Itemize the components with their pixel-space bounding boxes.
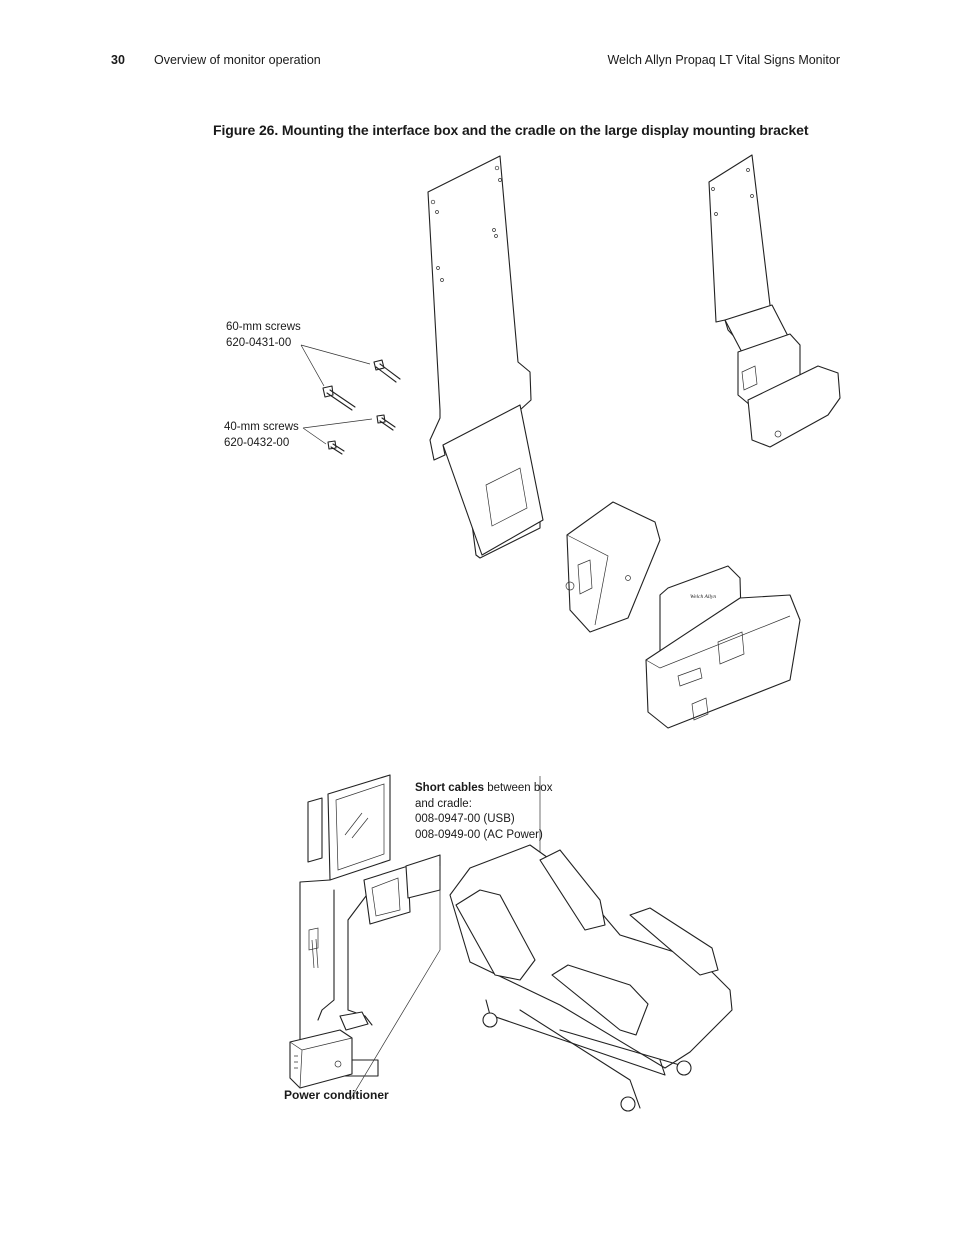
screws [300,344,401,455]
screws-40mm-name: 40-mm screws [224,421,299,433]
product-title: Welch Allyn Propaq LT Vital Signs Monito… [607,53,840,67]
ac-power-cable-part: 008-0949-00 (AC Power) [415,828,543,841]
assembled-bracket [708,154,841,448]
cables-and-outlet [299,866,441,1101]
short-cables-line2: and cradle: [415,797,472,810]
large-bracket-plate [427,155,544,559]
usb-cable-part: 008-0947-00 (USB) [415,813,515,825]
screws-40mm-part: 620-0432-00 [224,436,290,449]
short-cables-label: Short cables between box and cradle: 008… [415,781,552,843]
screws-60mm-part: 620-0431-00 [226,336,292,349]
wall-mount-display [307,774,441,925]
short-cables-rest: between box [484,782,553,794]
section-title: Overview of monitor operation [154,53,321,67]
cradle: Welch Allyn [645,565,801,729]
hospital-bed [449,844,733,1112]
brand-text: Welch Allyn [690,594,716,600]
power-conditioner-label: Power conditioner [284,1088,389,1102]
figure-caption: Figure 26. Mounting the interface box an… [213,122,809,138]
power-conditioner-box [289,1029,353,1089]
page-number: 30 [111,53,125,67]
short-cables-bold: Short cables [415,782,485,794]
screws-60mm-label: 60-mm screws 620-0431-00 [226,320,301,351]
interface-box [565,501,661,633]
screws-60mm-name: 60-mm screws [226,321,301,333]
screws-40mm-label: 40-mm screws 620-0432-00 [224,420,299,451]
